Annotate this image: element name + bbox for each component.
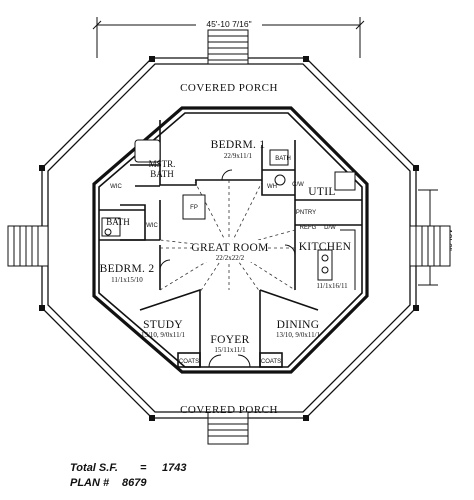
width-dimension: 45'-10 7/16"	[92, 17, 365, 58]
washer-label: C/W	[292, 182, 304, 188]
great-room-dims: 22/2x22/2	[216, 254, 245, 262]
bedroom-2-name: BEDRM. 2	[100, 263, 155, 275]
plan-number-label: PLAN #	[70, 477, 110, 489]
foyer-name: FOYER	[210, 334, 249, 346]
room-master-bath: MSTR. BATH	[149, 159, 176, 179]
dining-name: DINING	[277, 319, 320, 331]
room-kitchen: KITCHEN 11/1x16/11	[299, 241, 352, 290]
fp-label: FP	[190, 205, 198, 211]
room-study: STUDY 13/10, 9/0x11/1	[141, 319, 186, 339]
coats-label-right: COATS	[261, 359, 281, 365]
wic-label-a: WIC	[110, 184, 122, 190]
stairs-right	[409, 225, 451, 267]
room-bedroom-2: BEDRM. 2 11/1x15/10	[100, 263, 155, 284]
stairs-bottom	[207, 411, 249, 445]
room-dining: DINING 13/10, 9/0x11/1	[276, 319, 321, 339]
interior-walls	[99, 120, 362, 368]
study-name: STUDY	[143, 319, 183, 331]
room-foyer: FOYER 15/11x11/1	[210, 334, 249, 354]
wic-label-b: WIC	[146, 223, 158, 229]
room-bedroom-1: BEDRM. 1 22/9x11/1	[211, 139, 266, 160]
room-great-room: GREAT ROOM 22/2x22/2	[191, 240, 268, 262]
refrigerator-label: REFG	[300, 225, 317, 231]
dishwasher-label: D/W	[324, 225, 336, 231]
bedroom-2-dims: 11/1x15/10	[111, 276, 143, 284]
total-sf-equals: =	[140, 462, 147, 474]
master-bath-line2: BATH	[150, 169, 174, 179]
plan-footer: Total S.F. = 1743 PLAN # 8679	[70, 462, 186, 489]
fixtures	[101, 139, 356, 368]
plan-number-value: 8679	[122, 477, 147, 489]
ceiling-lines	[159, 180, 296, 293]
total-sf-label: Total S.F.	[70, 462, 118, 474]
stairs-top	[207, 29, 249, 65]
util-label: UTIL	[308, 186, 335, 198]
porch-railing	[41, 57, 417, 419]
width-dimension-text: 45'-10 7/16"	[206, 19, 251, 29]
master-bath-line1: MSTR.	[149, 159, 176, 169]
stairs-left	[7, 225, 49, 267]
study-dims: 13/10, 9/0x11/1	[141, 331, 186, 339]
great-room-name: GREAT ROOM	[191, 242, 268, 254]
dining-dims: 13/10, 9/0x11/1	[276, 331, 321, 339]
wh-label: WH	[267, 184, 277, 190]
bedroom-1-name: BEDRM. 1	[211, 139, 266, 151]
porch-posts	[39, 56, 419, 421]
bath-upper-label: BATH	[275, 156, 291, 162]
pantry-label: PNTRY	[296, 210, 316, 216]
coats-label-left: COATS	[179, 359, 199, 365]
bedroom-1-dims: 22/9x11/1	[224, 152, 253, 160]
foyer-dims: 15/11x11/1	[214, 346, 246, 354]
total-sf-value: 1743	[162, 462, 186, 474]
kitchen-dims: 11/1x16/11	[316, 282, 348, 290]
bath-left-label: BATH	[106, 217, 130, 227]
porch-label-bottom: COVERED PORCH	[180, 404, 278, 416]
kitchen-name: KITCHEN	[299, 241, 352, 253]
exterior-walls	[92, 106, 369, 374]
porch-label-top: COVERED PORCH	[180, 82, 278, 94]
